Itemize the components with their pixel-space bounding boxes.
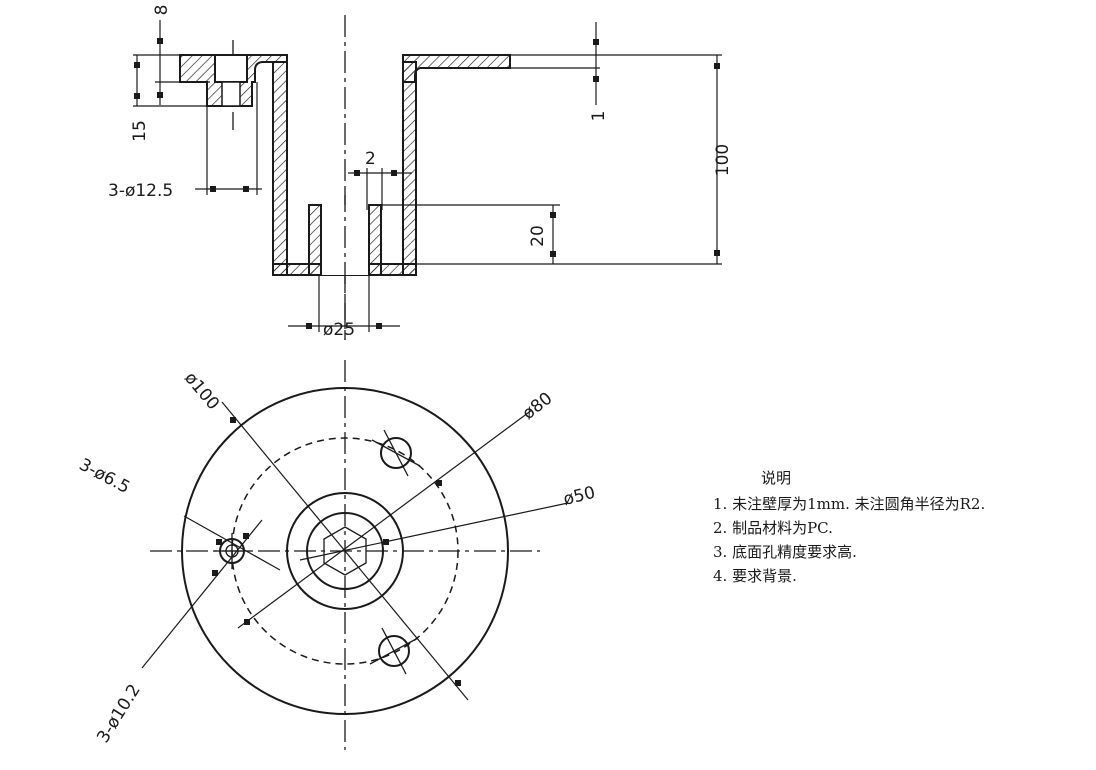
top-plate-right <box>402 54 511 83</box>
dim-text-hub: ø50 <box>561 483 597 510</box>
dim-text-inner-diameter: ø25 <box>323 320 355 340</box>
note-item: 3. 底面孔精度要求高. <box>713 543 857 561</box>
dim-text-counterbore: 3-ø10.2 <box>93 681 145 747</box>
outer-circle <box>181 387 509 715</box>
notes-title: 说明 <box>761 469 792 487</box>
left-wall <box>272 61 288 276</box>
boss-hole <box>214 54 248 83</box>
dim-text-outer: ø100 <box>180 368 223 414</box>
dim-text-inner-height: 20 <box>528 225 548 247</box>
right-wall <box>402 61 417 276</box>
dim-inner-height: 20 <box>382 204 560 264</box>
bolt-hole-top <box>371 429 421 477</box>
notes-block: 说明 1. 未注壁厚为1mm. 未注圆角半径为R2. 2. 制品材料为PC. 3… <box>713 466 1088 588</box>
dim-text-total-height: 100 <box>713 144 733 176</box>
hub-circle <box>286 492 404 610</box>
hex-center <box>323 526 367 576</box>
dim-boss-height: 15 <box>130 55 215 142</box>
plan-view: ø100 ø80 ø50 3-ø6.5 3-ø10.2 <box>76 360 597 750</box>
dim-inner-diameter: ø25 <box>288 275 400 340</box>
dim-text-hole-diameter: 3-ø12.5 <box>108 181 173 201</box>
section-view: 8 15 3-ø12.5 2 <box>108 5 733 340</box>
bolt-hole-bottom <box>369 627 419 675</box>
dim-wall-thickness: 1 <box>510 22 609 121</box>
note-item: 4. 要求背景. <box>713 567 797 585</box>
dim-text-boss-height: 15 <box>130 120 150 142</box>
dim-gap: 2 <box>348 149 412 210</box>
dim-hole-diameter: 3-ø12.5 <box>108 82 262 201</box>
boss-hole-lower <box>221 81 241 107</box>
dim-text-small-hole: 3-ø6.5 <box>76 455 133 498</box>
dim-text-gap: 2 <box>365 149 376 169</box>
inner-tube-right <box>368 204 382 276</box>
dim-text-wall-thickness: 1 <box>589 111 609 122</box>
leader-small-hole: 3-ø6.5 <box>76 455 281 571</box>
note-item: 2. 制品材料为PC. <box>713 519 833 537</box>
dim-text-top-thickness: 8 <box>152 5 172 16</box>
dim-top-thickness: 8 <box>133 5 210 105</box>
inner-circle <box>306 512 384 590</box>
leader-outer: ø100 <box>180 368 469 701</box>
inner-tube-left <box>308 204 322 276</box>
leader-bolt-circle: ø80 <box>237 388 557 629</box>
dim-total-height: 100 <box>416 54 733 265</box>
dim-text-bolt-circle: ø80 <box>519 388 557 423</box>
note-item: 1. 未注壁厚为1mm. 未注圆角半径为R2. <box>713 495 986 513</box>
